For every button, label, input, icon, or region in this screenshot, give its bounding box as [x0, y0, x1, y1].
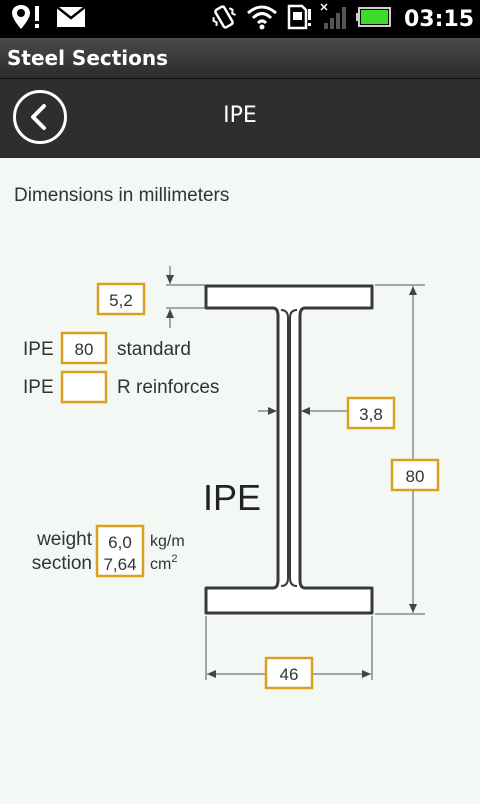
section-value: 7,64: [103, 555, 136, 574]
app-title-bar: Steel Sections: [0, 38, 480, 79]
flange-dim-arrowhead-bottom: [166, 309, 174, 318]
flange-thickness-value: 5,2: [109, 291, 133, 310]
web-right-inner: [289, 309, 298, 587]
height-arrowhead-bottom: [409, 604, 417, 613]
width-arrowhead-left: [207, 670, 216, 678]
section-diagram-view: Dimensions in millimeters 5,2 IPE 80 sta…: [0, 158, 480, 800]
page-title: IPE: [223, 103, 257, 128]
reinforced-label: R reinforces: [117, 377, 219, 398]
chevron-left-icon: [31, 104, 46, 130]
dimensions-caption: Dimensions in millimeters: [14, 185, 229, 206]
location-alert-icon: [10, 3, 50, 35]
width-box: [264, 656, 314, 690]
web-left-inner: [280, 309, 289, 587]
reinforced-value-box[interactable]: [60, 370, 108, 404]
section-name: IPE: [203, 477, 261, 518]
width-arrowhead-right: [362, 670, 371, 678]
web-dim-arrowhead-right: [301, 407, 310, 415]
flange-thickness-box: [96, 282, 146, 316]
weight-unit: kg/m: [150, 533, 185, 550]
battery-icon: [355, 6, 392, 32]
signal-icon: [320, 3, 348, 35]
standard-prefix: IPE: [23, 339, 54, 360]
width-value: 46: [280, 665, 299, 684]
app-title: Steel Sections: [7, 46, 169, 70]
weight-value: 6,0: [108, 533, 132, 552]
ipe-section-diagram: Dimensions in millimeters 5,2 IPE 80 sta…: [14, 185, 440, 690]
web-dim-arrowhead-left: [268, 407, 277, 415]
section-unit: cm2: [150, 553, 177, 573]
mail-icon: [56, 6, 86, 32]
wifi-icon: [246, 4, 278, 34]
vibrate-icon: [210, 3, 238, 35]
status-clock: 03:15: [403, 6, 474, 32]
weight-label: weight: [36, 529, 93, 550]
web-thickness-box: [346, 396, 396, 430]
flange-dim-arrowhead-top: [166, 275, 174, 284]
standard-value-box[interactable]: [60, 331, 108, 365]
nav-bar: IPE: [0, 79, 480, 158]
web-thickness-value: 3,8: [359, 405, 383, 424]
standard-value: 80: [75, 340, 94, 359]
reinforced-prefix: IPE: [23, 377, 54, 398]
height-value: 80: [406, 467, 425, 486]
height-arrowhead-top: [409, 286, 417, 295]
back-button[interactable]: [13, 90, 67, 144]
section-label: section: [32, 553, 92, 574]
height-box: [390, 458, 440, 492]
weight-section-box: [95, 524, 145, 578]
status-bar: 03:15: [0, 0, 480, 38]
sd-card-icon: [286, 3, 312, 35]
standard-label: standard: [117, 339, 191, 360]
